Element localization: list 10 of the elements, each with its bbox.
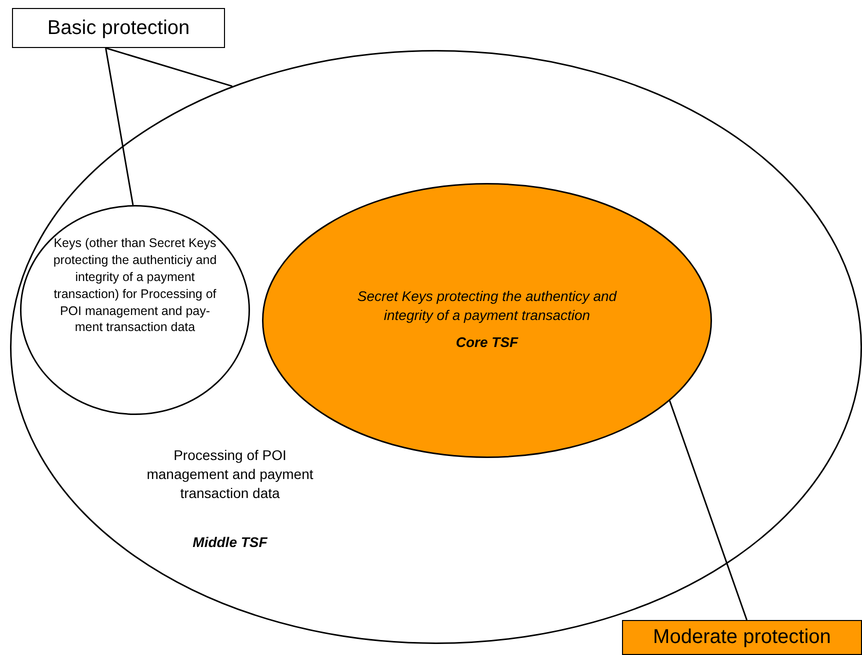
core-label: Secret Keys protecting the authenticy and integrity of a payment transaction <box>356 287 618 325</box>
leader-line <box>669 400 748 620</box>
leader-line <box>104 48 134 206</box>
ring-label: Processing of POI management and payment transaction data <box>146 446 314 503</box>
ring-title: Middle TSF <box>192 533 268 552</box>
circle-label: Keys (other than Secret Keys protecting the authenticiy and integrity of a payment transaction) for Processing of POI management and pay-ment transaction data <box>52 235 218 336</box>
core-title: Core TSF <box>454 333 520 352</box>
callout-box: Moderate protection <box>622 620 862 655</box>
callout-box: Basic protection <box>12 8 225 48</box>
leader-line <box>106 47 232 87</box>
